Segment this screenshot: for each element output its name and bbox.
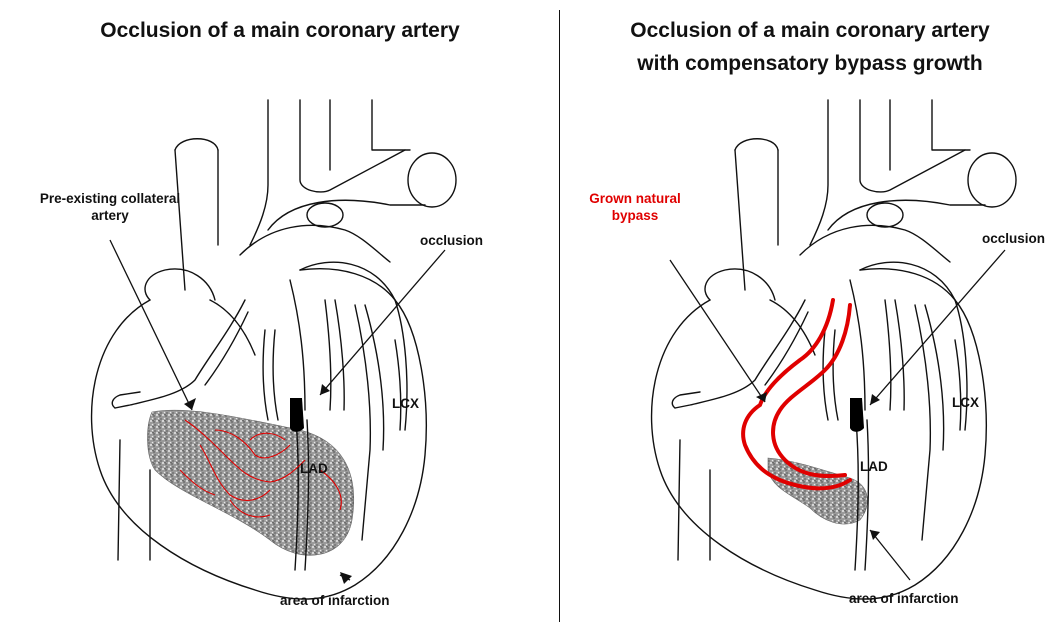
right-panel-title-line2: with compensatory bypass growth	[580, 49, 1040, 79]
lad-label-right: LAD	[860, 458, 888, 475]
right-panel: Occlusion of a main coronary artery with…	[560, 0, 1057, 628]
collateral-label: Pre-existing collateral artery	[30, 190, 190, 224]
lcx-label-right: LCX	[952, 394, 979, 411]
infarction-label-right: area of infarction	[849, 590, 959, 607]
left-panel: Occlusion of a main coronary artery Pre-…	[0, 0, 560, 628]
lcx-label: LCX	[392, 395, 419, 412]
bypass-label: Grown natural bypass	[570, 190, 700, 224]
occlusion-label: occlusion	[420, 232, 483, 249]
left-panel-title: Occlusion of a main coronary artery	[60, 16, 500, 46]
right-panel-title-line1: Occlusion of a main coronary artery	[580, 16, 1040, 46]
infarction-label: area of infarction	[280, 592, 390, 609]
occlusion-label-right: occlusion	[982, 230, 1045, 247]
lad-label: LAD	[300, 460, 328, 477]
